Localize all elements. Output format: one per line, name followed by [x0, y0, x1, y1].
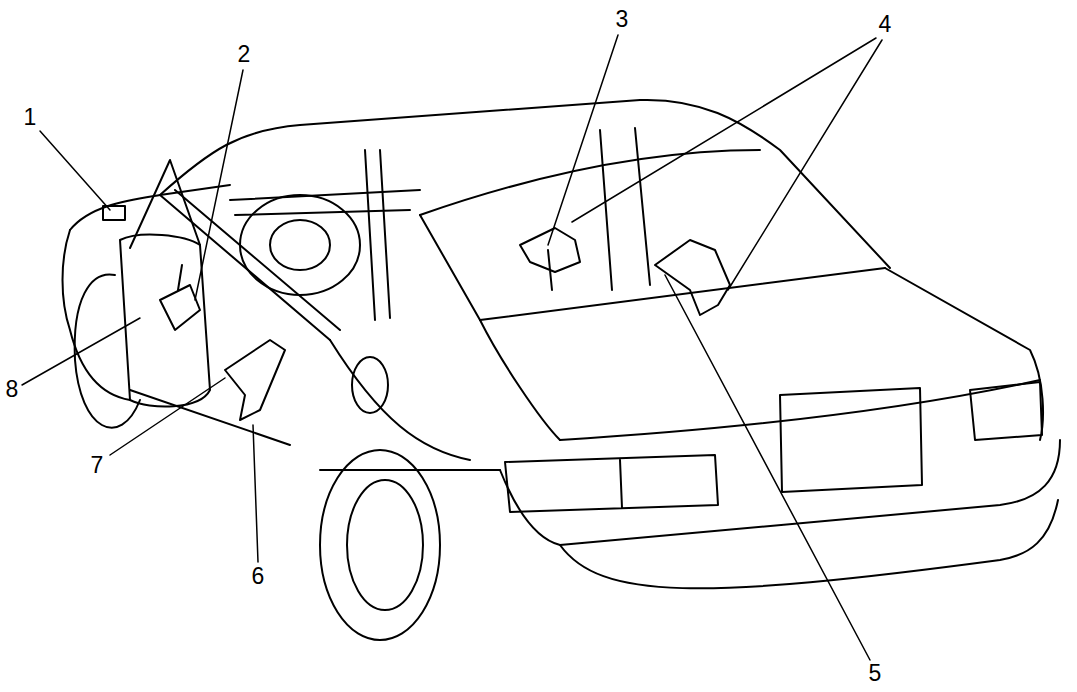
callout-number: 3: [614, 7, 631, 32]
open-front-door: [120, 235, 210, 407]
parcel-shelf: [480, 268, 885, 320]
b-pillar: [365, 150, 390, 320]
callout-number: 1: [22, 105, 39, 130]
car-body: [63, 100, 1061, 640]
callout-number: 6: [250, 564, 267, 589]
left-taillight: [505, 455, 718, 512]
door-window-frame: [130, 160, 200, 248]
callout-number: 8: [4, 377, 21, 402]
rear-window-inner: [600, 128, 650, 290]
leader-line: [572, 38, 876, 222]
trunk-left-edge: [480, 320, 560, 440]
leader-lines: [22, 35, 882, 660]
leader-line: [22, 318, 140, 385]
callout-number: 2: [236, 42, 253, 67]
license-plate: [780, 388, 922, 492]
rear-wheel-hub: [347, 480, 423, 610]
c-pillar: [420, 215, 480, 320]
leader-line: [195, 70, 243, 300]
front-seatbelt-upper: [160, 265, 200, 330]
fuel-door: [352, 357, 388, 413]
leader-line: [40, 131, 110, 210]
right-taillight: [970, 382, 1042, 440]
callout-number: 5: [867, 661, 884, 686]
trunk-rear-face: [560, 380, 1040, 440]
dashboard: [230, 190, 420, 215]
side-mirror: [103, 206, 125, 220]
leader-line: [665, 275, 870, 660]
front-seatbelt-lower: [225, 340, 285, 420]
rear-wheel: [320, 450, 440, 640]
leader-line: [110, 378, 225, 455]
leader-line: [728, 40, 882, 290]
front-wheel: [75, 274, 140, 427]
roof-rear-edge: [420, 150, 760, 215]
steering-hub: [270, 220, 330, 270]
callout-number: 7: [89, 453, 106, 478]
steering-wheel: [240, 195, 360, 295]
leader-line: [253, 425, 258, 562]
trunk-right-edge: [885, 268, 1043, 440]
front-fender: [63, 230, 131, 400]
callout-number: 4: [877, 12, 894, 37]
leader-line: [548, 35, 618, 245]
